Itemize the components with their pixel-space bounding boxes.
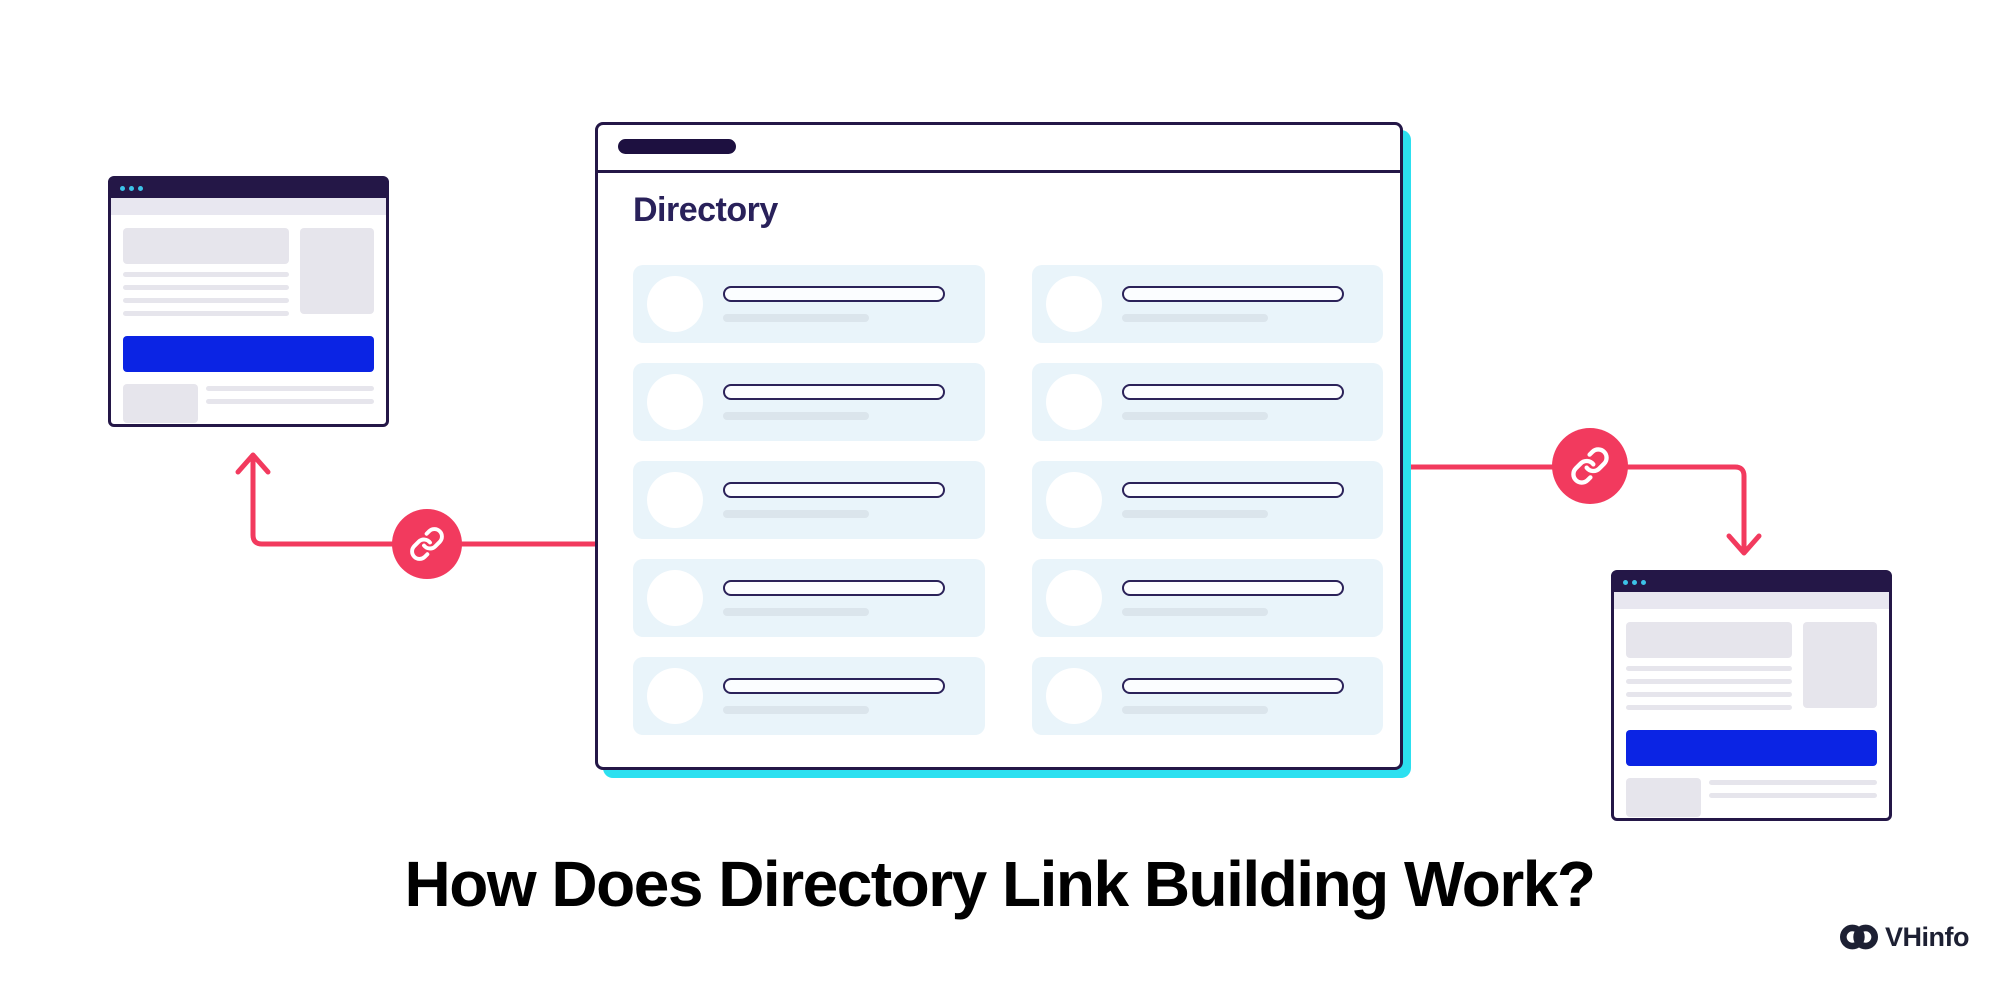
directory-list-item	[1031, 657, 1383, 735]
arrow-up-icon	[235, 452, 271, 475]
window-dot-icon	[1632, 580, 1637, 585]
placeholder-sidebar-block	[300, 228, 374, 314]
placeholder-image-block	[1626, 622, 1792, 658]
placeholder-text-line	[206, 386, 374, 391]
placeholder-text-line	[123, 285, 289, 290]
avatar-circle	[647, 374, 703, 430]
avatar-circle	[1045, 374, 1102, 430]
listing-subtext-placeholder	[1121, 510, 1268, 518]
chain-logo-icon	[1840, 924, 1878, 950]
listing-title-placeholder-pill	[723, 286, 945, 302]
directory-list-item	[633, 265, 985, 343]
avatar-circle	[647, 668, 703, 724]
placeholder-text-line	[1626, 692, 1792, 697]
arrow-down-icon	[1726, 533, 1762, 556]
window-dot-icon	[1623, 580, 1628, 585]
window-dot-icon	[138, 186, 143, 191]
listing-title-placeholder-pill	[723, 482, 945, 498]
page-title: How Does Directory Link Building Work?	[404, 848, 1596, 920]
listing-title-placeholder-pill	[1121, 482, 1344, 498]
listing-subtext-placeholder	[723, 412, 869, 420]
directory-list-item	[633, 657, 985, 735]
listing-subtext-placeholder	[723, 314, 869, 322]
directory-list-item	[1031, 461, 1383, 539]
cta-button-placeholder	[123, 336, 374, 372]
avatar-circle	[1045, 668, 1102, 724]
link-badge-left	[392, 509, 462, 579]
placeholder-text-line	[206, 399, 374, 404]
listing-subtext-placeholder	[723, 510, 869, 518]
link-badge-right	[1552, 428, 1628, 504]
listing-subtext-placeholder	[1121, 706, 1268, 714]
connector-line-left	[250, 453, 603, 547]
link-icon	[410, 527, 444, 561]
window-titlebar	[111, 179, 386, 198]
placeholder-text-line	[123, 311, 289, 316]
avatar-circle	[1045, 276, 1102, 332]
directory-grid	[633, 265, 1383, 735]
placeholder-text-line	[1709, 793, 1877, 798]
placeholder-text-line	[123, 298, 289, 303]
website-thumbnail-left	[108, 176, 389, 427]
avatar-circle	[1045, 570, 1102, 626]
listing-title-placeholder-pill	[723, 580, 945, 596]
placeholder-thumbnail-block	[1626, 778, 1701, 817]
window-dot-icon	[1641, 580, 1646, 585]
directory-list-item	[1031, 363, 1383, 441]
listing-subtext-placeholder	[723, 706, 869, 714]
directory-list-item	[633, 559, 985, 637]
placeholder-text-line	[1626, 666, 1792, 671]
directory-list-item	[1031, 265, 1383, 343]
connector-line-right	[1397, 464, 1747, 554]
listing-subtext-placeholder	[1121, 412, 1268, 420]
avatar-circle	[647, 276, 703, 332]
window-toolbar	[111, 198, 386, 215]
window-titlebar	[1614, 573, 1889, 592]
directory-list-item	[633, 461, 985, 539]
placeholder-thumbnail-block	[123, 384, 198, 423]
avatar-circle	[647, 570, 703, 626]
window-dot-icon	[120, 186, 125, 191]
directory-list-item	[1031, 559, 1383, 637]
listing-title-placeholder-pill	[1121, 384, 1344, 400]
placeholder-sidebar-block	[1803, 622, 1877, 708]
listing-title-placeholder-pill	[1121, 286, 1344, 302]
directory-window: Directory	[595, 122, 1403, 770]
directory-heading: Directory	[633, 191, 778, 229]
avatar-circle	[647, 472, 703, 528]
listing-subtext-placeholder	[1121, 314, 1268, 322]
brand-logo: VHinfo	[1840, 920, 1970, 954]
listing-title-placeholder-pill	[723, 678, 945, 694]
directory-window-titlebar	[598, 125, 1400, 173]
placeholder-image-block	[123, 228, 289, 264]
listing-title-placeholder-pill	[723, 384, 945, 400]
listing-title-placeholder-pill	[1121, 678, 1344, 694]
placeholder-text-line	[1626, 679, 1792, 684]
directory-list-item	[633, 363, 985, 441]
link-icon	[1571, 447, 1609, 485]
titlebar-placeholder-pill	[618, 139, 736, 154]
brand-name: VHinfo	[1885, 921, 1970, 952]
placeholder-text-line	[1709, 780, 1877, 785]
placeholder-text-line	[1626, 705, 1792, 710]
avatar-circle	[1045, 472, 1102, 528]
listing-subtext-placeholder	[1121, 608, 1268, 616]
placeholder-text-line	[123, 272, 289, 277]
window-dot-icon	[129, 186, 134, 191]
listing-title-placeholder-pill	[1121, 580, 1344, 596]
website-thumbnail-right	[1611, 570, 1892, 821]
cta-button-placeholder	[1626, 730, 1877, 766]
listing-subtext-placeholder	[723, 608, 869, 616]
window-toolbar	[1614, 592, 1889, 609]
